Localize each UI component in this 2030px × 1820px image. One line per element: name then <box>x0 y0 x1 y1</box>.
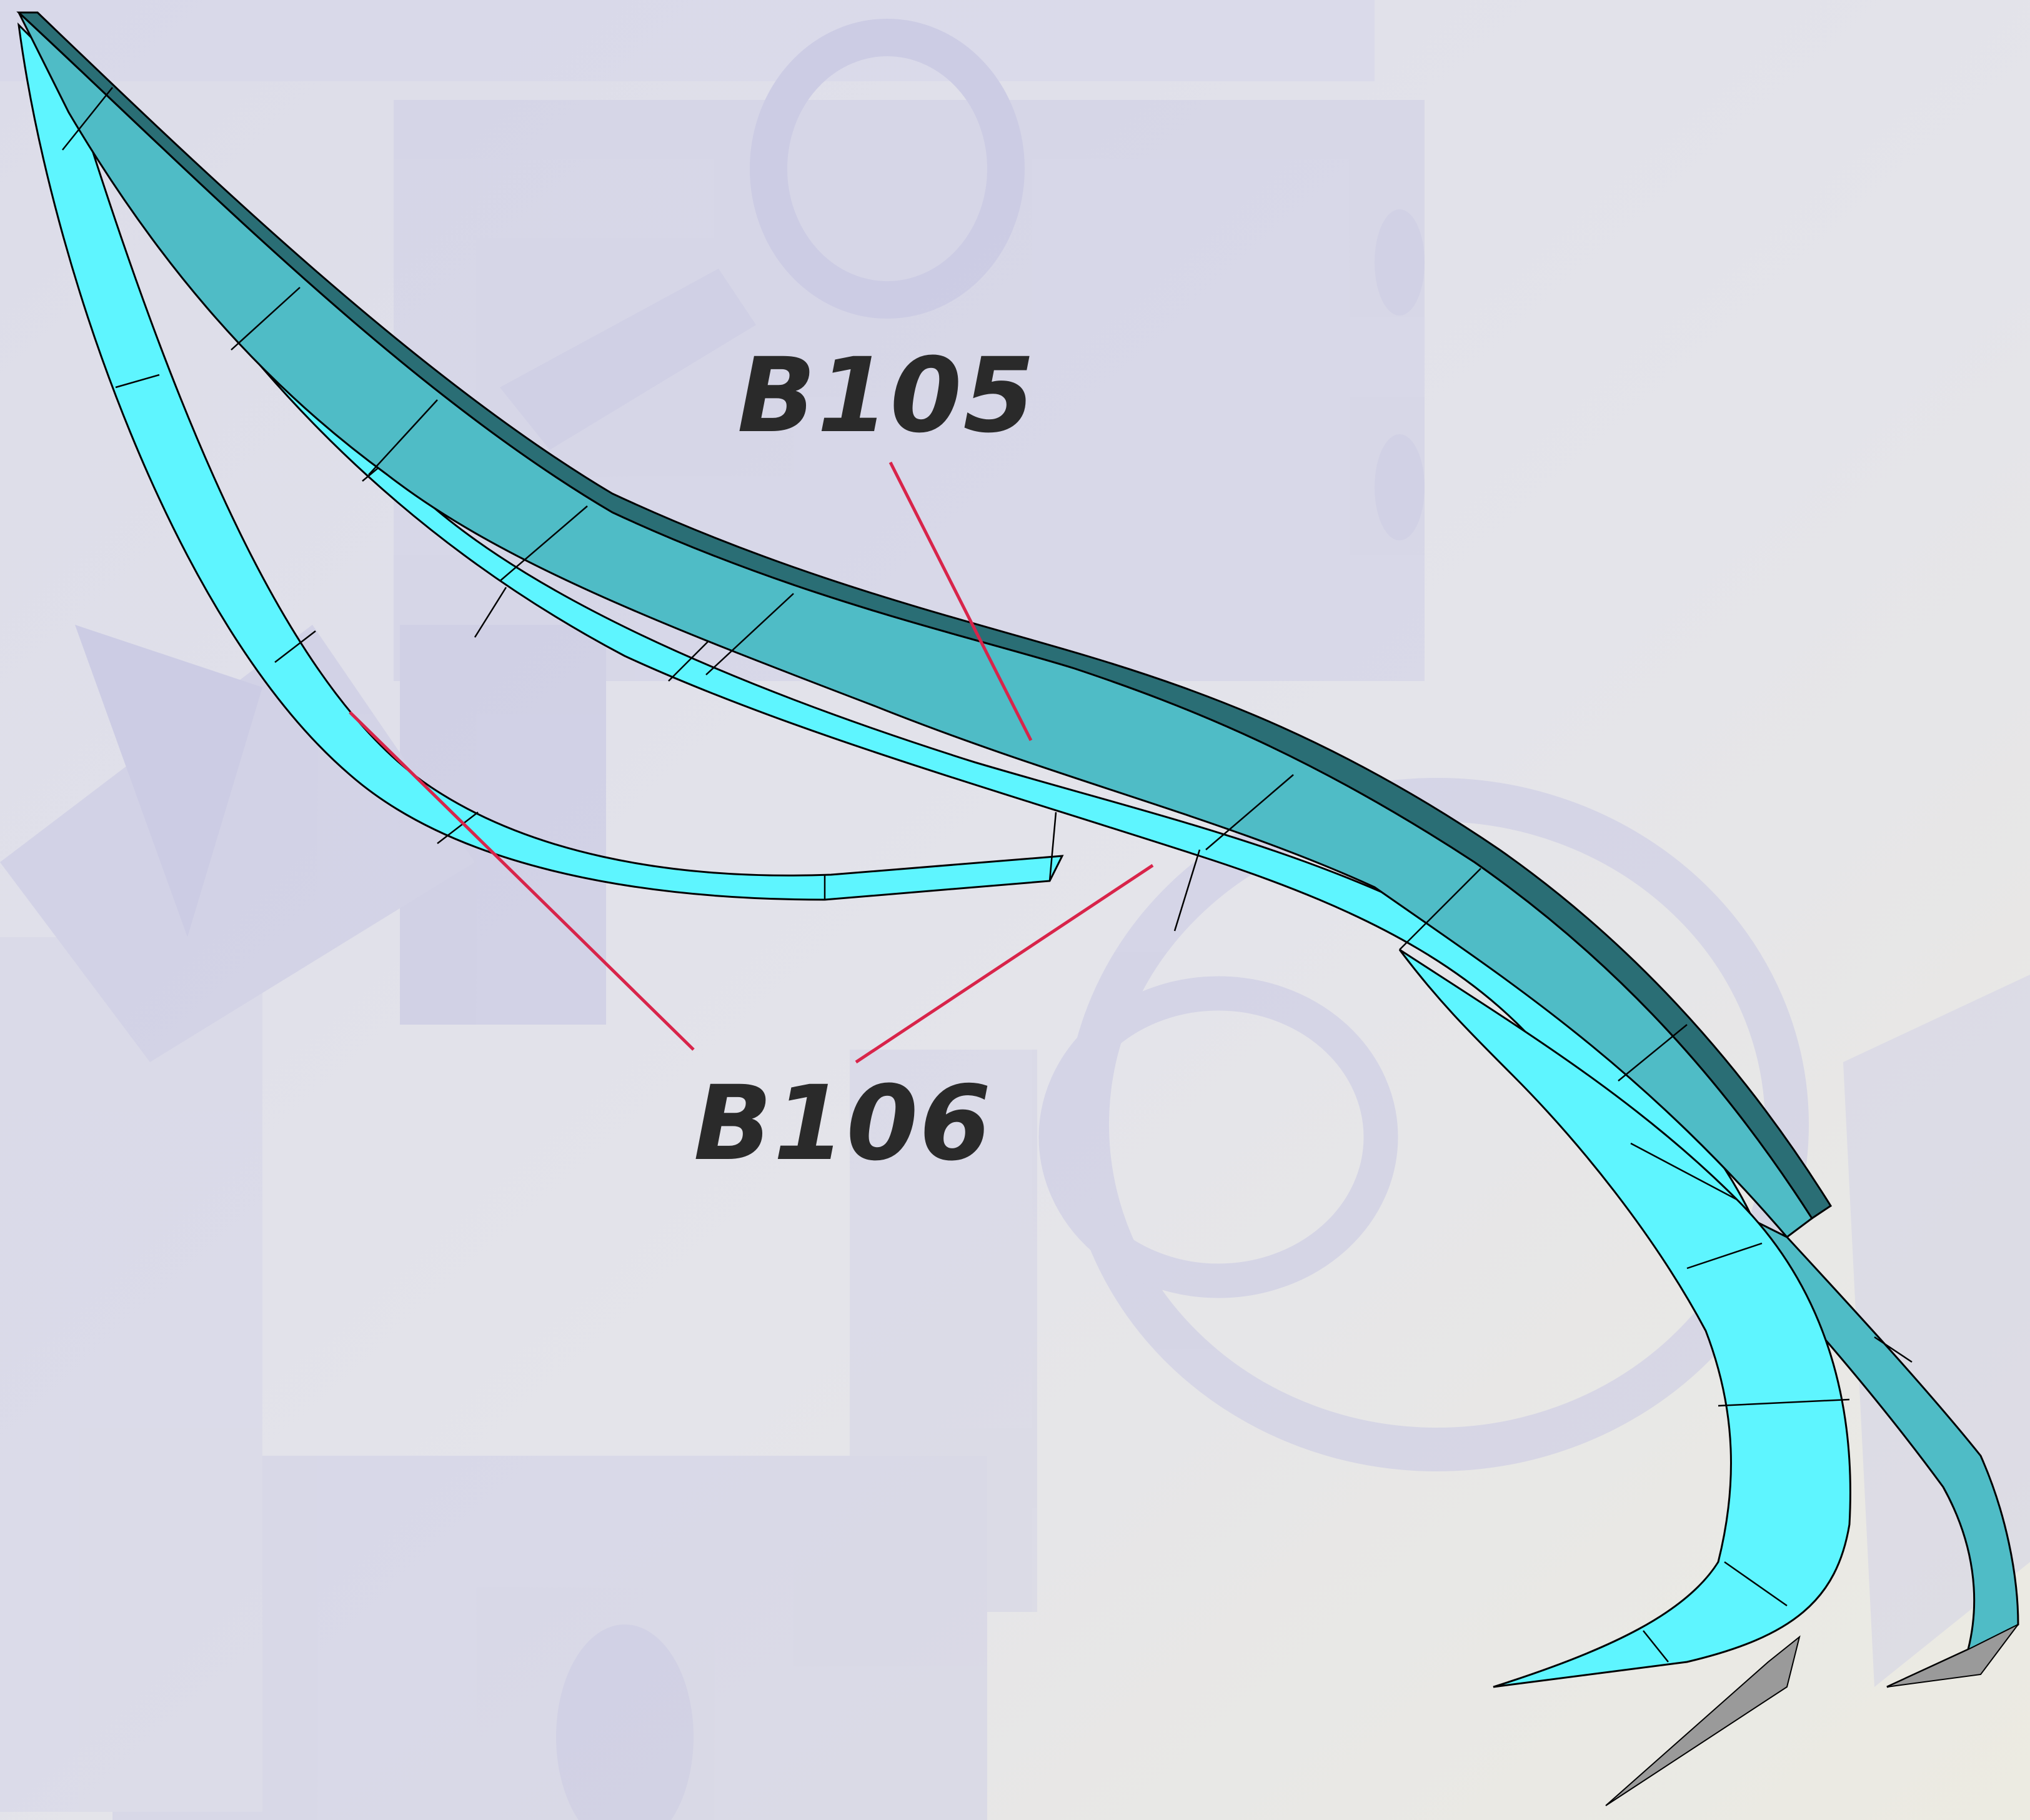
b105-top-panel <box>16 11 1833 1239</box>
leader-lines <box>349 461 1154 1064</box>
b106-label: B106 <box>694 1063 992 1183</box>
b105-leader-line <box>888 461 1033 742</box>
b106-leader-line-right <box>855 863 1154 1064</box>
b105-tail <box>1686 1186 2019 1688</box>
b105-label: B105 <box>737 336 1036 455</box>
b106-right-hook <box>1398 948 1851 1806</box>
b106-leader-line-left <box>349 711 695 1051</box>
